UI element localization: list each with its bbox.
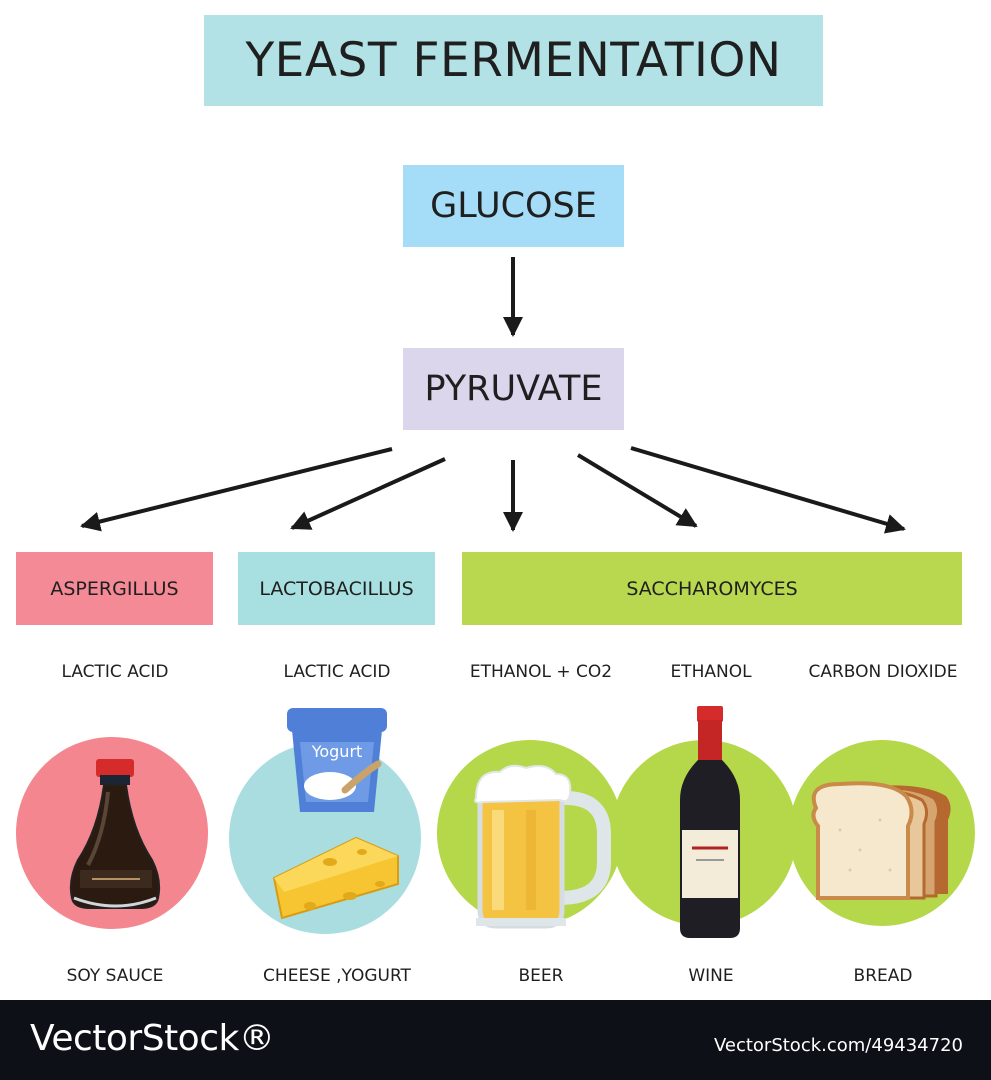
product-label: LACTIC ACID — [61, 662, 169, 682]
page-title: YEAST FERMENTATION — [245, 33, 782, 88]
product-label: CARBON DIOXIDE — [808, 662, 958, 682]
title-box: YEAST FERMENTATION — [204, 15, 823, 106]
product-label: LACTIC ACID — [283, 662, 391, 682]
soy-sauce-icon — [69, 759, 161, 909]
arrow-to-lactobacillus — [290, 457, 446, 530]
pyruvate-label: PYRUVATE — [424, 369, 603, 409]
wine-icon — [680, 706, 740, 938]
yogurt-icon: Yogurt — [287, 708, 387, 812]
organism-lactobacillus: LACTOBACILLUS — [238, 552, 435, 625]
bread-icon — [811, 781, 951, 900]
organism-aspergillus: ASPERGILLUS — [16, 552, 213, 625]
organism-label: SACCHAROMYCES — [626, 577, 798, 600]
glucose-node: GLUCOSE — [403, 165, 624, 247]
arrow-to-wine — [576, 453, 698, 528]
image-id: VectorStock.com/49434720 — [713, 1035, 963, 1056]
pyruvate-node: PYRUVATE — [403, 348, 624, 430]
food-label: BREAD — [853, 966, 913, 986]
arrow-to-bread — [630, 446, 906, 534]
beer-icon — [474, 764, 611, 929]
yogurt-cup-label: Yogurt — [311, 742, 363, 761]
arrow-to-aspergillus — [80, 447, 393, 532]
food-label: WINE — [688, 966, 734, 986]
cheese-icon — [272, 836, 399, 920]
food-label: BEER — [518, 966, 564, 986]
footer-bar: VectorStock® VectorStock.com/49434720 — [0, 1000, 991, 1080]
glucose-label: GLUCOSE — [430, 186, 597, 226]
organism-saccharomyces: SACCHAROMYCES — [462, 552, 962, 625]
product-label: ETHANOL + CO2 — [469, 662, 613, 682]
product-label: ETHANOL — [670, 662, 752, 682]
organism-label: ASPERGILLUS — [50, 577, 179, 600]
organism-label: LACTOBACILLUS — [259, 577, 414, 600]
vectorstock-logo: VectorStock® — [30, 1018, 275, 1059]
food-label: SOY SAUCE — [66, 966, 164, 986]
illustration-layer: Yogurt — [16, 257, 975, 938]
food-label: CHEESE ,YOGURT — [263, 966, 411, 986]
